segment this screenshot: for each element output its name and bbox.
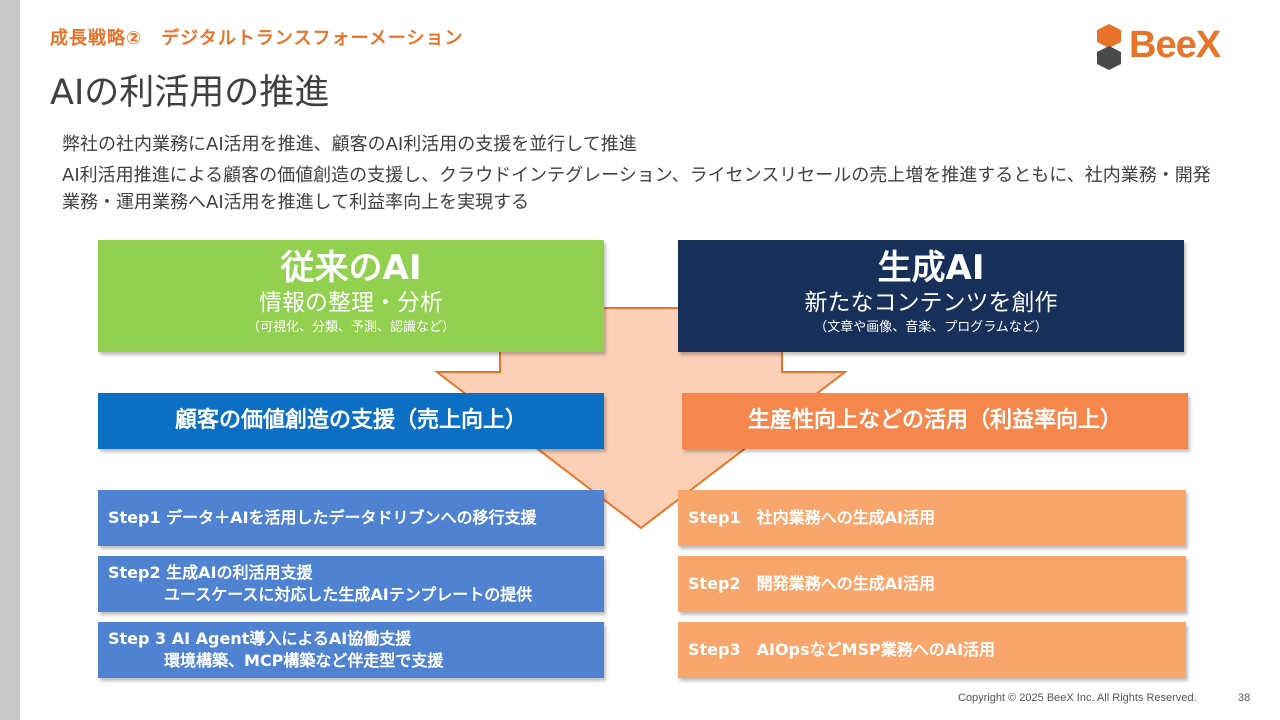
left-step-2-title: Step2 生成AIの利活用支援 [108, 563, 313, 582]
productivity-bar: 生産性向上などの活用（利益率向上） [682, 393, 1188, 449]
left-step-1: Step1 データ＋AIを活用したデータドリブンへの移行支援 [98, 490, 604, 546]
right-step-1: Step1 社内業務への生成AI活用 [678, 490, 1186, 546]
traditional-ai-sub: 情報の整理・分析 [259, 290, 443, 316]
traditional-ai-box: 従来のAI 情報の整理・分析 （可視化、分類、予測、認識など） [98, 240, 604, 352]
left-step-2-detail: ユースケースに対応した生成AIテンプレートの提供 [164, 585, 533, 604]
left-step-3-title: Step 3 AI Agent導入によるAI協働支援 [108, 629, 412, 648]
left-accent-bar [0, 0, 20, 720]
logo-mark-icon [1097, 24, 1121, 70]
left-step-1-text: Step1 データ＋AIを活用したデータドリブンへの移行支援 [108, 508, 537, 527]
left-step-3-detail: 環境構築、MCP構築など伴走型で支援 [164, 651, 444, 670]
right-step-2: Step2 開発業務への生成AI活用 [678, 556, 1186, 612]
lead-line-2: AI利活用推進による顧客の価値創造の支援し、クラウドインテグレーション、ライセン… [62, 165, 1211, 213]
generative-ai-heading: 生成AI [877, 248, 985, 288]
right-step-3: Step3 AIOpsなどMSP業務へのAI活用 [678, 622, 1186, 678]
copyright: Copyright © 2025 BeeX Inc. All Rights Re… [958, 692, 1197, 704]
page-title: AIの利活用の推進 [50, 73, 330, 113]
customer-value-bar: 顧客の価値創造の支援（売上向上） [98, 393, 604, 449]
traditional-ai-note: （可視化、分類、予測、認識など） [246, 320, 455, 335]
traditional-ai-heading: 従来のAI [280, 248, 422, 288]
generative-ai-box: 生成AI 新たなコンテンツを創作 （文章や画像、音楽、プログラムなど） [678, 240, 1184, 352]
beex-logo: BeeX [1095, 22, 1235, 74]
generative-ai-note: （文章や画像、音楽、プログラムなど） [814, 320, 1048, 335]
section-kicker: 成長戦略② デジタルトランスフォーメーション [50, 28, 464, 49]
left-step-3: Step 3 AI Agent導入によるAI協働支援 環境構築、MCP構築など伴… [98, 622, 604, 678]
page-number: 38 [1238, 692, 1251, 704]
lead-line-1: 弊社の社内業務にAI活用を推進、顧客のAI利活用の支援を並行して推進 [62, 134, 637, 155]
generative-ai-sub: 新たなコンテンツを創作 [804, 290, 1058, 316]
left-step-2: Step2 生成AIの利活用支援 ユースケースに対応した生成AIテンプレートの提… [98, 556, 604, 612]
logo-text: BeeX [1129, 24, 1221, 66]
